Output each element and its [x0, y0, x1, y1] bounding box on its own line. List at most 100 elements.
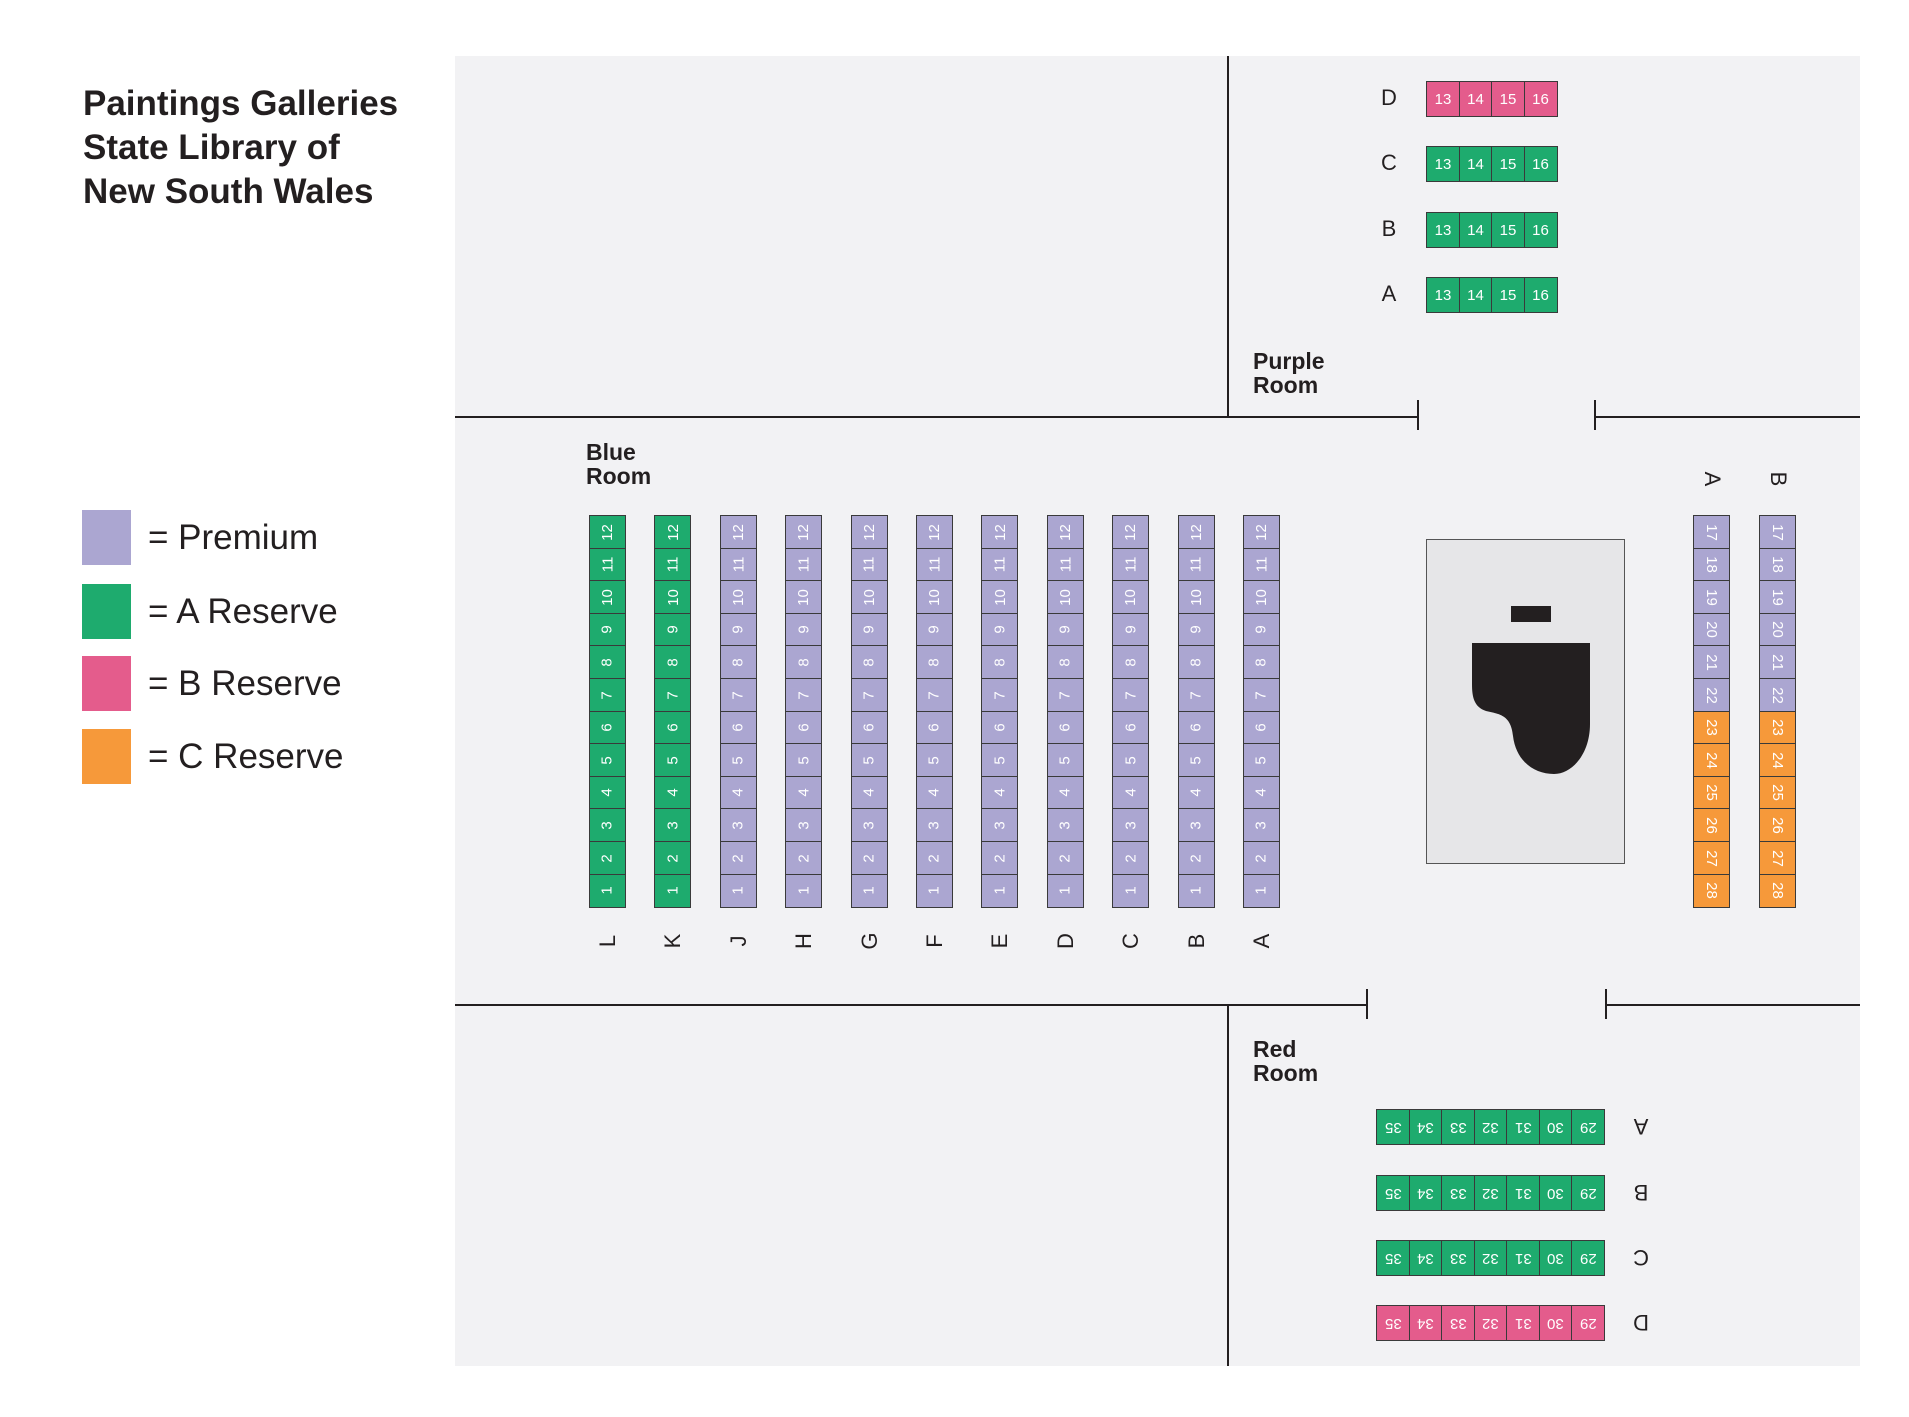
seat[interactable]: 7	[1177, 678, 1215, 712]
seat[interactable]: 12	[850, 515, 888, 549]
seat[interactable]: 15	[1491, 81, 1525, 117]
seat[interactable]: 13	[1426, 146, 1460, 182]
seat[interactable]: 8	[1112, 645, 1150, 680]
seat[interactable]: 21	[1693, 645, 1730, 680]
seat[interactable]: 3	[981, 808, 1019, 843]
seat[interactable]: 10	[1112, 580, 1150, 615]
seat[interactable]: 1	[589, 873, 626, 908]
seat[interactable]: 30	[1538, 1175, 1573, 1211]
seat[interactable]: 12	[785, 515, 823, 549]
seat[interactable]: 6	[589, 710, 626, 745]
seat[interactable]: 8	[1177, 645, 1215, 680]
seat[interactable]: 31	[1506, 1240, 1540, 1276]
seat[interactable]: 3	[850, 808, 888, 843]
seat[interactable]: 1	[1243, 873, 1280, 908]
seat[interactable]: 5	[1243, 743, 1280, 778]
seat[interactable]: 4	[1177, 775, 1215, 810]
seat[interactable]: 11	[1046, 547, 1084, 582]
seat[interactable]: 5	[850, 743, 888, 778]
seat[interactable]: 19	[1693, 580, 1730, 615]
seat[interactable]: 3	[1177, 808, 1215, 843]
seat[interactable]: 5	[719, 743, 757, 778]
seat[interactable]: 22	[1693, 678, 1730, 712]
seat[interactable]: 11	[981, 547, 1019, 582]
seat[interactable]: 6	[1046, 710, 1084, 745]
seat[interactable]: 8	[981, 645, 1019, 680]
seat[interactable]: 23	[1693, 710, 1730, 745]
seat[interactable]: 35	[1376, 1175, 1410, 1211]
seat[interactable]: 14	[1458, 212, 1493, 248]
seat[interactable]: 12	[719, 515, 757, 549]
seat[interactable]: 9	[654, 612, 692, 647]
seat[interactable]: 25	[1693, 775, 1730, 810]
seat[interactable]: 7	[850, 678, 888, 712]
seat[interactable]: 21	[1759, 645, 1796, 680]
seat[interactable]: 34	[1408, 1175, 1443, 1211]
seat[interactable]: 7	[719, 678, 757, 712]
seat[interactable]: 3	[654, 808, 692, 843]
seat[interactable]: 33	[1441, 1175, 1475, 1211]
seat[interactable]: 5	[589, 743, 626, 778]
seat[interactable]: 20	[1693, 612, 1730, 647]
seat[interactable]: 18	[1759, 547, 1796, 582]
seat[interactable]: 9	[1243, 612, 1280, 647]
seat[interactable]: 16	[1523, 212, 1558, 248]
seat[interactable]: 4	[785, 775, 823, 810]
seat[interactable]: 9	[916, 612, 953, 647]
seat[interactable]: 6	[916, 710, 953, 745]
seat[interactable]: 15	[1491, 146, 1525, 182]
seat[interactable]: 31	[1506, 1109, 1540, 1145]
seat[interactable]: 2	[1112, 841, 1150, 875]
seat[interactable]: 2	[850, 841, 888, 875]
seat[interactable]: 9	[785, 612, 823, 647]
seat[interactable]: 32	[1473, 1175, 1508, 1211]
seat[interactable]: 2	[719, 841, 757, 875]
seat[interactable]: 4	[981, 775, 1019, 810]
seat[interactable]: 12	[981, 515, 1019, 549]
seat[interactable]: 32	[1473, 1305, 1508, 1341]
seat[interactable]: 35	[1376, 1109, 1410, 1145]
seat[interactable]: 14	[1458, 146, 1493, 182]
seat[interactable]: 17	[1693, 515, 1730, 549]
seat[interactable]: 24	[1759, 743, 1796, 778]
seat[interactable]: 31	[1506, 1305, 1540, 1341]
seat[interactable]: 9	[981, 612, 1019, 647]
seat[interactable]: 34	[1408, 1305, 1443, 1341]
seat[interactable]: 4	[654, 775, 692, 810]
seat[interactable]: 33	[1441, 1305, 1475, 1341]
seat[interactable]: 3	[785, 808, 823, 843]
seat[interactable]: 6	[785, 710, 823, 745]
seat[interactable]: 11	[589, 547, 626, 582]
seat[interactable]: 29	[1571, 1305, 1605, 1341]
seat[interactable]: 28	[1759, 873, 1796, 908]
seat[interactable]: 11	[654, 547, 692, 582]
seat[interactable]: 5	[981, 743, 1019, 778]
seat[interactable]: 7	[916, 678, 953, 712]
seat[interactable]: 3	[719, 808, 757, 843]
seat[interactable]: 6	[1243, 710, 1280, 745]
seat[interactable]: 1	[719, 873, 757, 908]
seat[interactable]: 10	[1046, 580, 1084, 615]
seat[interactable]: 5	[1177, 743, 1215, 778]
seat[interactable]: 23	[1759, 710, 1796, 745]
seat[interactable]: 1	[916, 873, 953, 908]
seat[interactable]: 16	[1523, 277, 1558, 313]
seat[interactable]: 6	[981, 710, 1019, 745]
seat[interactable]: 2	[1243, 841, 1280, 875]
seat[interactable]: 8	[916, 645, 953, 680]
seat[interactable]: 1	[1177, 873, 1215, 908]
seat[interactable]: 2	[916, 841, 953, 875]
seat[interactable]: 30	[1538, 1305, 1573, 1341]
seat[interactable]: 7	[785, 678, 823, 712]
seat[interactable]: 11	[785, 547, 823, 582]
seat[interactable]: 8	[1243, 645, 1280, 680]
seat[interactable]: 1	[654, 873, 692, 908]
seat[interactable]: 11	[1112, 547, 1150, 582]
seat[interactable]: 5	[654, 743, 692, 778]
seat[interactable]: 33	[1441, 1240, 1475, 1276]
seat[interactable]: 30	[1538, 1240, 1573, 1276]
seat[interactable]: 18	[1693, 547, 1730, 582]
seat[interactable]: 14	[1458, 81, 1493, 117]
seat[interactable]: 17	[1759, 515, 1796, 549]
seat[interactable]: 10	[981, 580, 1019, 615]
